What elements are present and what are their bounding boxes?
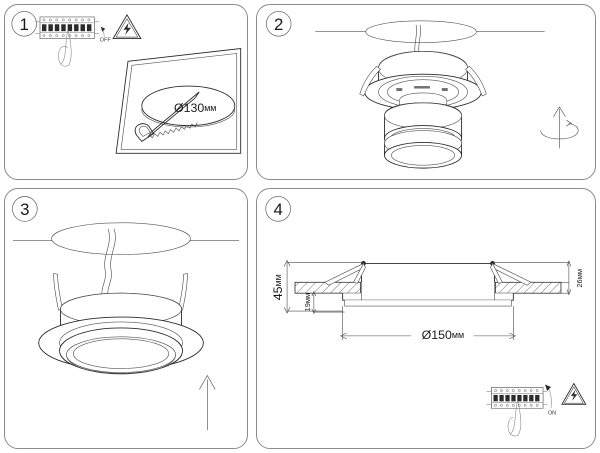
hand-pointing-icon xyxy=(58,29,72,67)
circuit-breaker-panel-on xyxy=(486,387,548,409)
step-2-illustration: 2 xyxy=(266,11,579,169)
spring-clip-icon xyxy=(324,261,532,286)
hole-diameter-label: Ø130мм xyxy=(174,101,216,115)
ceiling-material-hatch-icon xyxy=(294,281,562,294)
breaker-terminal-dots-top xyxy=(42,18,91,22)
step-4-illustration: 4 xyxy=(265,196,587,437)
dimension-ceiling-thickness: 26мм xyxy=(494,260,583,296)
breaker-terminal-dots-bottom xyxy=(494,404,539,407)
rotate-and-push-up-arrow-icon xyxy=(540,106,579,149)
electrical-hazard-triangle-icon xyxy=(561,382,587,405)
assembled-downlight-icon xyxy=(38,292,204,375)
breaker-state-label-on: ON xyxy=(548,410,556,416)
dimension-45mm-label: 45мм xyxy=(271,274,285,300)
ceiling-hole-icon xyxy=(315,20,545,43)
dimension-outer-diameter: Ø150мм xyxy=(339,306,516,342)
step-number-3: 3 xyxy=(20,200,29,219)
step-number-badge-4: 4 xyxy=(265,196,291,222)
step-number-badge-1: 1 xyxy=(11,11,37,37)
breaker-off-indicator: OFF xyxy=(100,26,112,44)
ceiling-hole-icon xyxy=(12,222,240,255)
step-number-1: 1 xyxy=(19,15,28,34)
breaker-state-label-off: OFF xyxy=(100,38,112,44)
step-panel-2: 2 xyxy=(256,4,596,180)
dimension-150mm-label: Ø150мм xyxy=(422,328,465,342)
step-number-badge-3: 3 xyxy=(12,196,38,222)
step-number-2: 2 xyxy=(274,15,283,34)
dimension-recess-depth: 19мм xyxy=(302,290,345,315)
dimension-19mm-label: 19мм xyxy=(302,293,311,312)
circuit-breaker-panel-off xyxy=(35,16,100,39)
housing-connector-marks xyxy=(396,86,448,92)
breaker-on-indicator: ON xyxy=(545,384,556,416)
breaker-terminal-dots-top xyxy=(494,389,539,392)
electrical-hazard-triangle-icon xyxy=(112,14,142,40)
breaker-terminal-dots-bottom xyxy=(42,34,91,38)
breaker-switches xyxy=(41,24,92,32)
power-cable-icon xyxy=(101,228,116,299)
step-panel-4: 4 xyxy=(256,188,596,449)
step-panel-3: 3 xyxy=(4,188,248,449)
breaker-switches xyxy=(493,394,540,402)
step-3-illustration: 3 xyxy=(12,196,240,431)
step-panel-1: 1 xyxy=(4,4,248,180)
step-1-illustration: 1 xyxy=(11,11,242,154)
hand-saw-icon xyxy=(134,91,200,143)
cross-section-diagram-icon xyxy=(342,262,514,307)
up-arrow-icon xyxy=(199,374,216,431)
step-number-4: 4 xyxy=(273,200,282,219)
step-number-badge-2: 2 xyxy=(266,11,292,37)
spring-clip-icon xyxy=(359,65,487,97)
cylindrical-light-module-icon xyxy=(384,92,463,169)
dimension-overall-height: 45мм xyxy=(271,259,362,314)
dimension-26mm-label: 26мм xyxy=(574,269,583,288)
hand-pointing-icon xyxy=(507,400,522,437)
